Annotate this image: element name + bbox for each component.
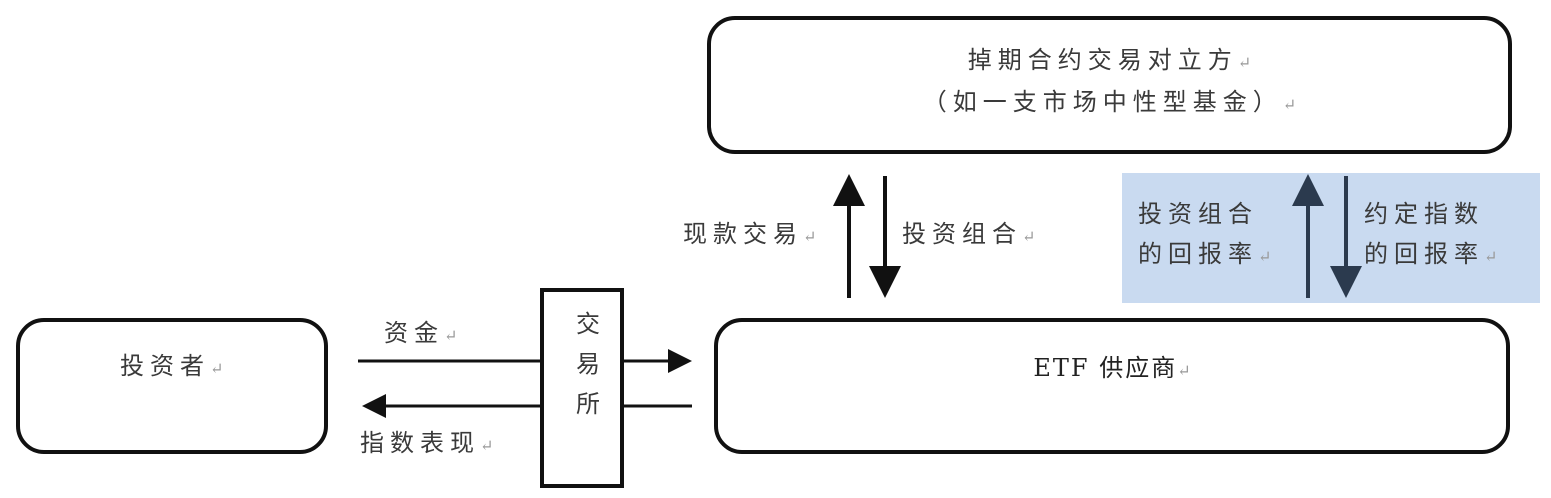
counterparty-title: 掉期合约交易对立方↵ [967,46,1252,74]
index-return-label-2: 的回报率↵ [1364,240,1498,268]
exchange-char-1: 交 [576,310,600,338]
funds-label: 资金↵ [384,319,458,347]
investor-label: 投资者↵ [120,352,224,380]
index-return-label-1: 约定指数 [1364,200,1484,228]
etf-provider-box: ETF 供应商↵ [714,318,1510,454]
exchange-char-3: 所 [576,390,600,418]
exchange-char-2: 易 [576,350,600,378]
cash-trade-label: 现款交易↵ [683,220,817,248]
etf-provider-label: ETF 供应商↵ [1033,354,1191,382]
counterparty-example: （如一支市场中性型基金）↵ [922,88,1297,116]
investor-box: 投资者↵ [16,318,328,454]
portfolio-return-label-1: 投资组合 [1138,200,1258,228]
swap-counterparty-box: 掉期合约交易对立方↵ （如一支市场中性型基金）↵ [707,16,1512,154]
portfolio-label: 投资组合↵ [902,220,1036,248]
index-performance-label: 指数表现↵ [360,429,494,457]
portfolio-return-label-2: 的回报率↵ [1138,240,1272,268]
exchange-box: 交 易 所 [540,288,624,488]
